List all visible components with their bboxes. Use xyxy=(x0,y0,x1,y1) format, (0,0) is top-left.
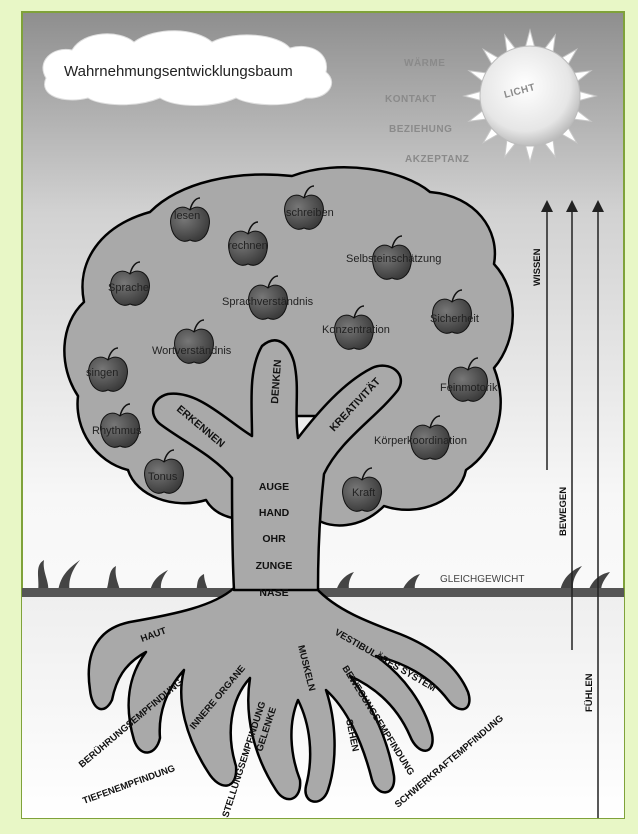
trunk-tongue: ZUNGE xyxy=(256,560,293,572)
apple-label: Kraft xyxy=(352,487,375,499)
apple-label: Feinmotorik xyxy=(440,382,498,394)
sun-ray-contact: KONTAKT xyxy=(385,94,437,105)
apple-label: lesen xyxy=(174,210,200,222)
apple-label: Wortverständnis xyxy=(152,345,232,357)
sun-disc xyxy=(480,46,580,146)
sun-ray-warmth: WÄRME xyxy=(404,56,445,69)
apple-label: Rhythmus xyxy=(92,425,142,437)
arrow-feeling-label: FÜHLEN xyxy=(584,673,595,712)
apple-label: Selbsteinschätzung xyxy=(346,253,441,265)
apple-label: singen xyxy=(86,367,118,379)
apple-label: Sprache xyxy=(108,282,149,294)
balance-label: GLEICHGEWICHT xyxy=(440,574,524,585)
diagram-title: Wahrnehmungsentwicklungsbaum xyxy=(64,63,293,80)
arrow-knowing-label: WISSEN xyxy=(532,248,543,286)
apple-label: Sicherheit xyxy=(430,313,479,325)
apple-label: Sprachverständnis xyxy=(222,296,314,308)
apple-label: Tonus xyxy=(148,471,178,483)
arrow-moving-label: BEWEGEN xyxy=(558,487,569,536)
apple-label: schreiben xyxy=(286,207,334,219)
trunk-nose: NASE xyxy=(259,587,288,599)
sun-ray-acceptance: AKZEPTANZ xyxy=(405,154,469,165)
apple-label: Konzentration xyxy=(322,324,390,336)
trunk-eye: AUGE xyxy=(259,481,289,493)
trunk-ear: OHR xyxy=(262,533,286,545)
trunk-hand: HAND xyxy=(259,507,290,519)
apple-label: rechnen xyxy=(228,240,268,252)
sun-ray-relationship: BEZIEHUNG xyxy=(389,124,452,135)
apple-label: Körperkoordination xyxy=(374,435,467,447)
